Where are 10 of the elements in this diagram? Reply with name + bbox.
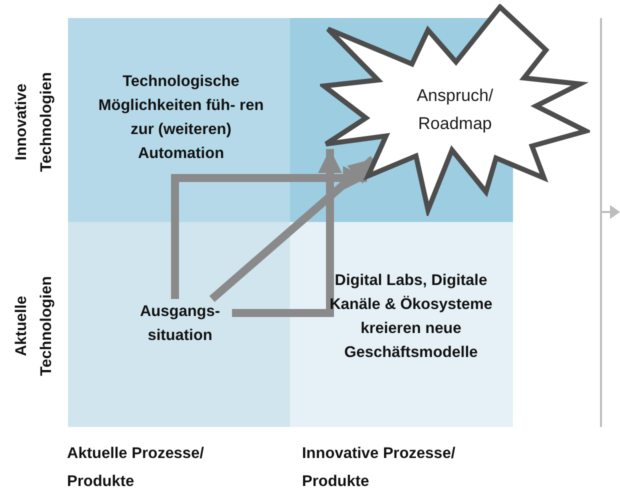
- axis-label: Innovative Technologien: [12, 71, 56, 174]
- axis-label: Aktuelle Prozesse/ Produkte: [67, 444, 205, 492]
- node-text: Technologische Möglichkeiten füh- ren zur (weiteren) Automation: [97, 72, 265, 164]
- arrow: [232, 149, 342, 317]
- node-text: Ausgangs- situation: [138, 302, 222, 346]
- arrow: [171, 166, 367, 299]
- axis-label: Aktuelle Technologien: [12, 275, 56, 378]
- starburst-text: Anspruch/ Roadmap: [416, 85, 494, 135]
- axis-label: Innovative Prozesse/ Produkte: [302, 444, 456, 492]
- node-text: Digital Labs, Digitale Kanäle & Ökosysteme kreieren neue Geschäftsmodelle: [328, 271, 494, 363]
